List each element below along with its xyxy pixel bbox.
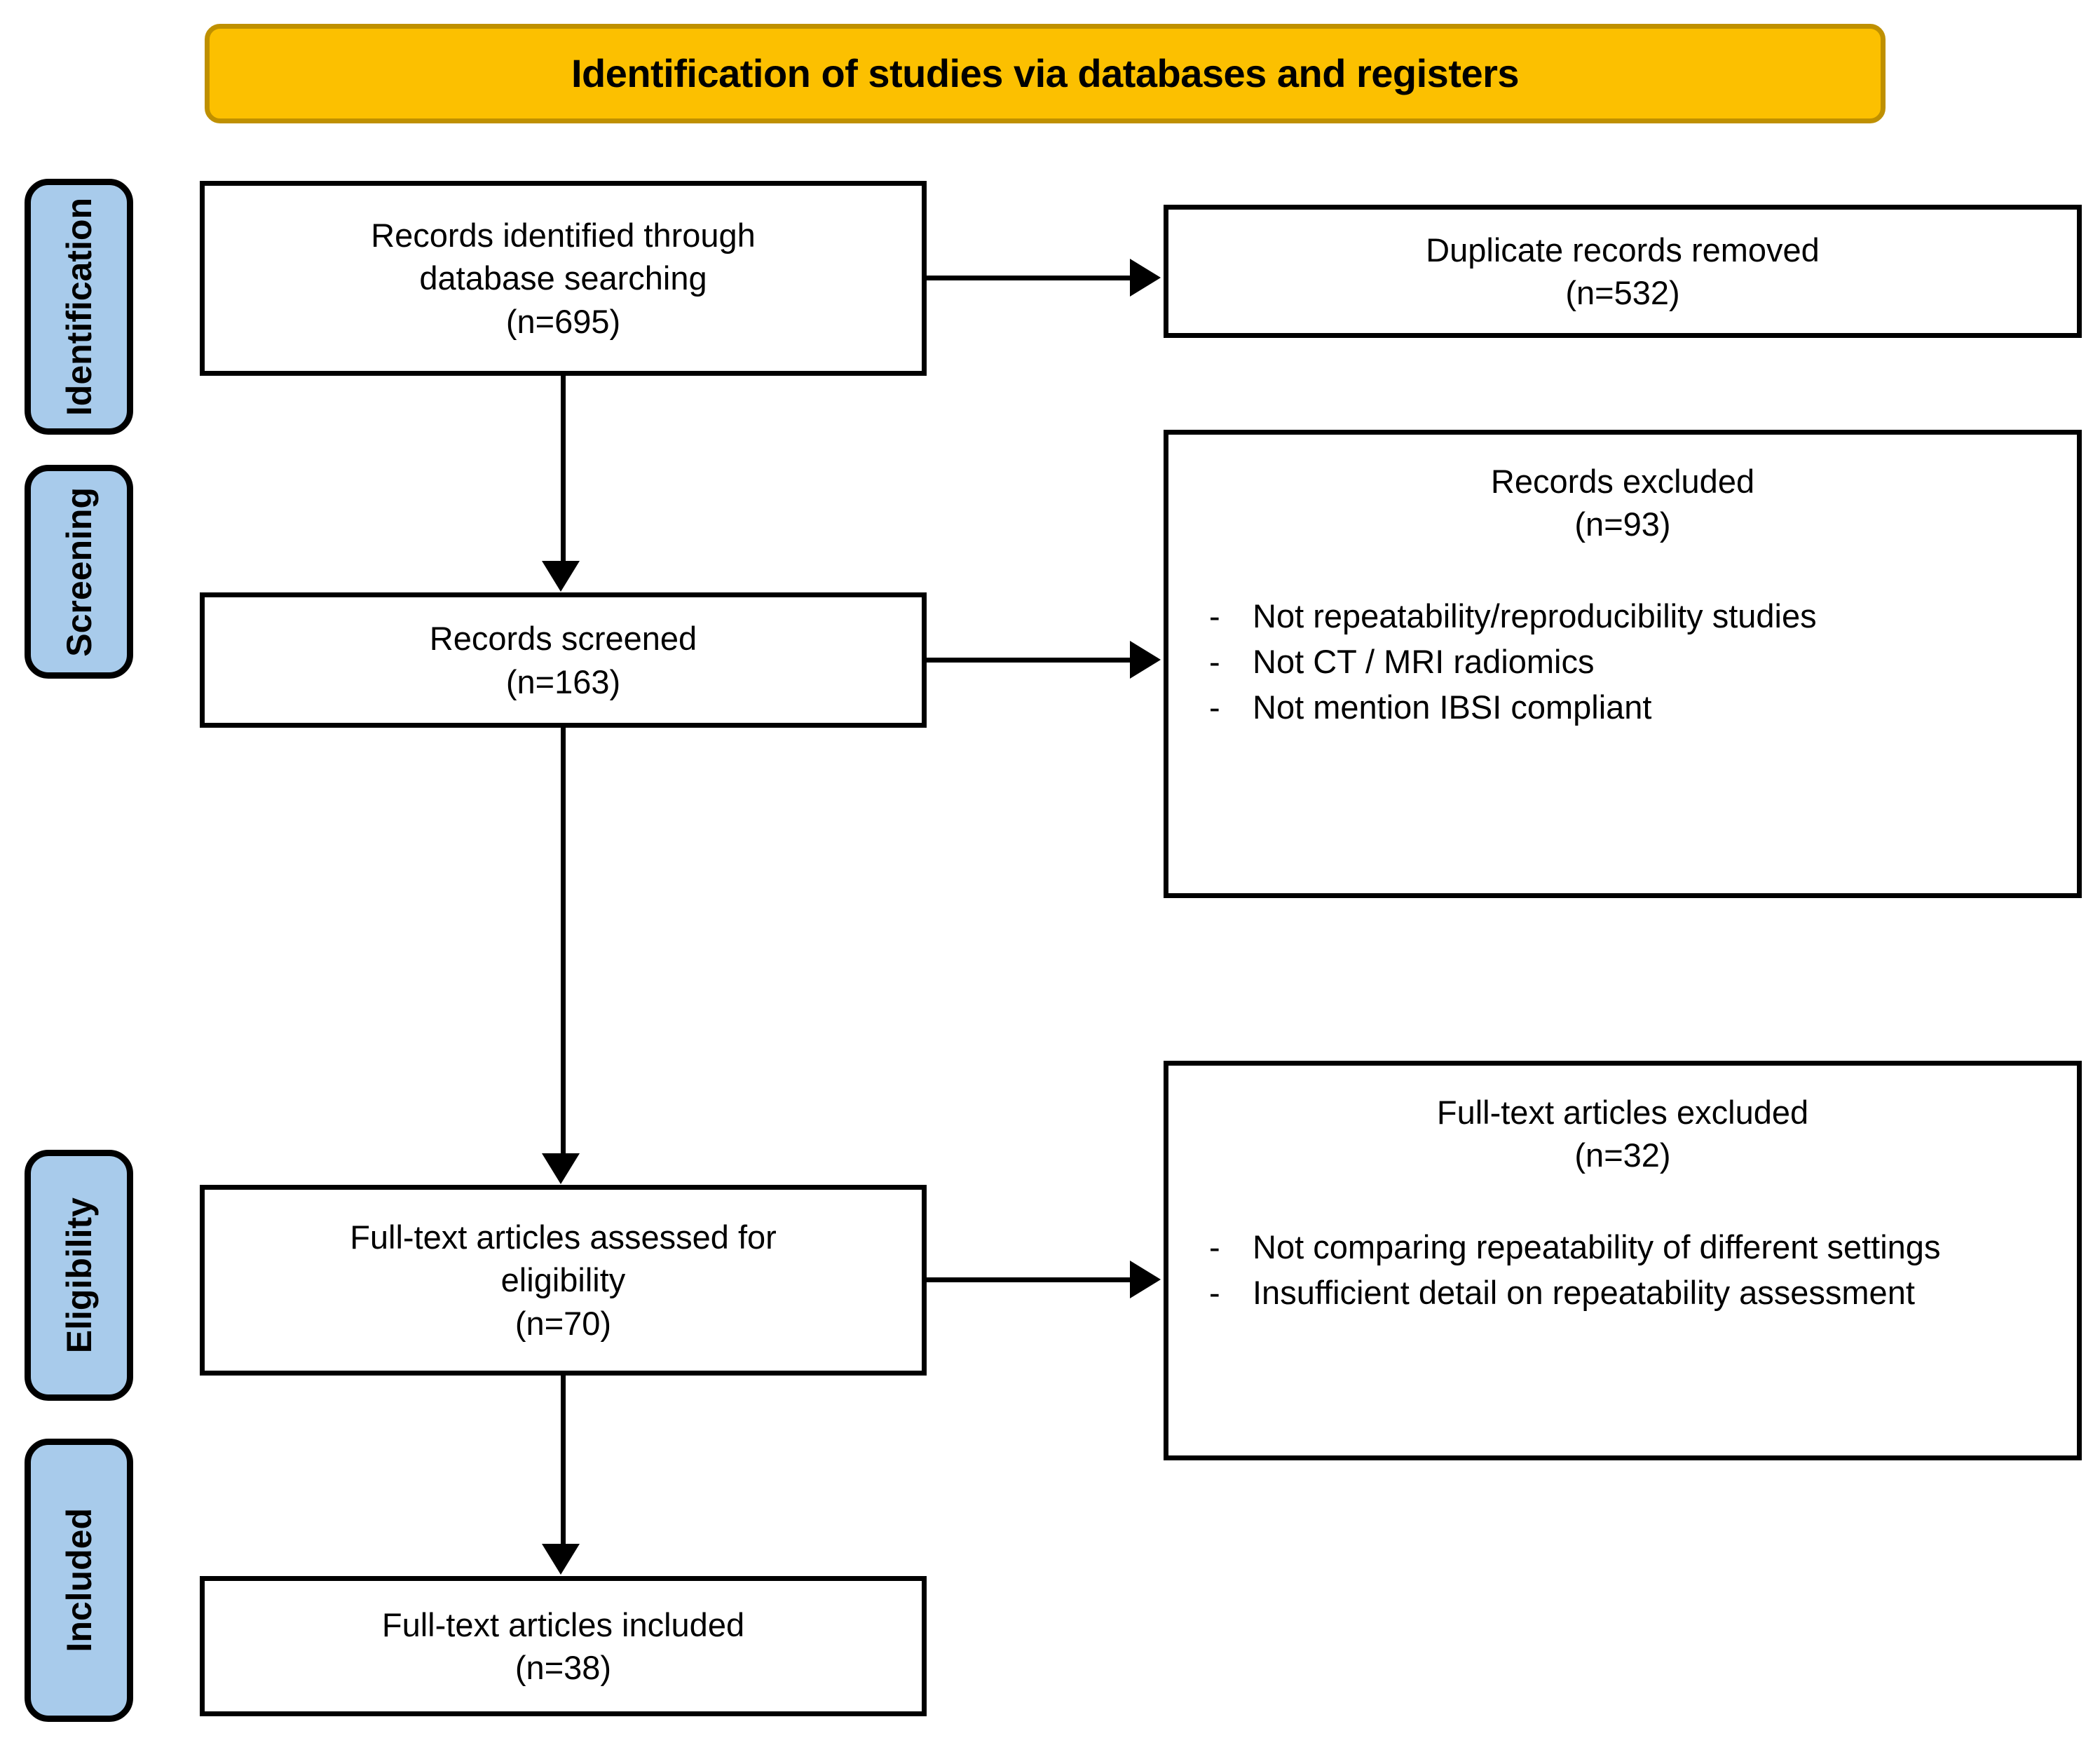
stage-tab-eligibility-label: Eligibility [59, 1197, 99, 1354]
box-fulltext-assessed-line1: Full-text articles assessed for [350, 1218, 777, 1256]
list-item: - Not mention IBSI compliant [1168, 686, 2077, 728]
box-fulltext-excluded-reason-list: - Not comparing repeatability of differe… [1168, 1226, 2077, 1317]
box-fulltext-excluded-line1: Full-text articles excluded [1436, 1094, 1809, 1131]
box-records-screened-line1: Records screened [429, 620, 697, 658]
box-records-excluded: Records excluded (n=93) - Not repeatabil… [1164, 430, 2082, 898]
connector-assessed-to-fulltext-excluded [927, 1277, 1131, 1282]
box-fulltext-assessed: Full-text articles assessed for eligibil… [200, 1185, 927, 1376]
arrow-down-icon [542, 1544, 580, 1575]
box-fulltext-excluded: Full-text articles excluded (n=32) - Not… [1164, 1061, 2082, 1460]
list-item: - Not CT / MRI radiomics [1168, 640, 2077, 683]
box-fulltext-included: Full-text articles included (n=38) [200, 1576, 927, 1716]
box-records-excluded-line1: Records excluded [1490, 463, 1755, 500]
box-fulltext-assessed-line2: eligibility [500, 1261, 626, 1299]
connector-identified-to-screened [561, 376, 566, 564]
connector-screened-to-assessed [561, 728, 566, 1155]
stage-tab-screening-label: Screening [59, 487, 99, 657]
box-duplicate-records-removed-count: (n=532) [1565, 274, 1680, 311]
arrow-right-icon [1130, 1261, 1161, 1298]
diagram-title: Identification of studies via databases … [571, 51, 1520, 96]
bullet-dash-icon: - [1209, 1228, 1220, 1266]
bullet-dash-icon: - [1209, 688, 1220, 726]
box-records-excluded-reason-list: - Not repeatability/reproducibility stud… [1168, 595, 2077, 731]
box-fulltext-included-line1: Full-text articles included [381, 1605, 745, 1643]
box-fulltext-included-count: (n=38) [514, 1649, 612, 1686]
box-records-identified: Records identified through database sear… [200, 181, 927, 376]
diagram-header-banner: Identification of studies via databases … [205, 24, 1886, 123]
box-duplicate-records-removed: Duplicate records removed (n=532) [1164, 205, 2082, 338]
box-records-screened-count: (n=163) [505, 663, 621, 700]
box-records-identified-count: (n=695) [505, 302, 621, 340]
stage-tab-identification: Identification [25, 179, 133, 435]
stage-tab-eligibility: Eligibility [25, 1150, 133, 1401]
list-item: - Not repeatability/reproducibility stud… [1168, 595, 2077, 637]
box-fulltext-excluded-count: (n=32) [1574, 1136, 1671, 1174]
list-item-label: Not CT / MRI radiomics [1253, 643, 1595, 681]
arrow-down-icon [542, 561, 580, 592]
bullet-dash-icon: - [1209, 1274, 1220, 1312]
connector-identified-to-duplicates [927, 276, 1131, 280]
stage-tab-included-label: Included [59, 1508, 99, 1652]
connector-screened-to-records-excluded [927, 658, 1131, 663]
arrow-down-icon [542, 1153, 580, 1184]
box-duplicate-records-removed-line1: Duplicate records removed [1426, 231, 1820, 269]
list-item: - Insufficient detail on repeatability a… [1168, 1271, 2077, 1314]
box-records-identified-line2: database searching [419, 259, 707, 297]
box-records-excluded-count: (n=93) [1574, 505, 1671, 543]
stage-tab-included: Included [25, 1439, 133, 1722]
list-item: - Not comparing repeatability of differe… [1168, 1226, 2077, 1268]
stage-tab-identification-label: Identification [59, 197, 99, 416]
list-item-label: Not comparing repeatability of different… [1253, 1228, 1941, 1266]
bullet-dash-icon: - [1209, 643, 1220, 681]
bullet-dash-icon: - [1209, 597, 1220, 635]
connector-assessed-to-included [561, 1376, 566, 1547]
list-item-label: Not mention IBSI compliant [1253, 688, 1652, 726]
stage-tab-screening: Screening [25, 465, 133, 679]
arrow-right-icon [1130, 641, 1161, 679]
box-records-screened: Records screened (n=163) [200, 592, 927, 728]
box-records-identified-line1: Records identified through [371, 217, 756, 254]
box-fulltext-assessed-count: (n=70) [514, 1304, 612, 1342]
arrow-right-icon [1130, 259, 1161, 297]
list-item-label: Insufficient detail on repeatability ass… [1253, 1274, 1915, 1312]
list-item-label: Not repeatability/reproducibility studie… [1253, 597, 1817, 635]
